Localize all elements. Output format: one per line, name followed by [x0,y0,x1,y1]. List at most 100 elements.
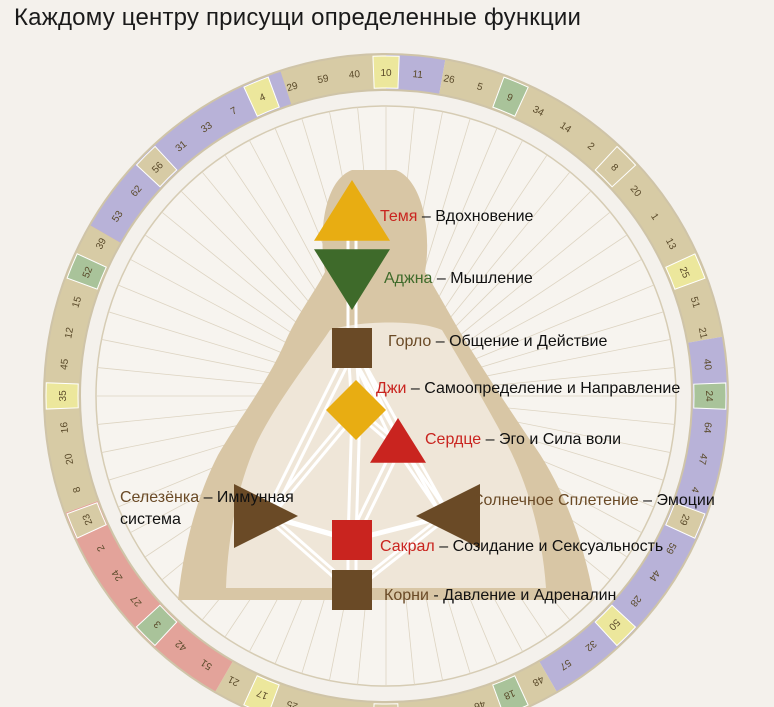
label-separator: – [638,492,657,509]
gate-number: 21 [226,673,241,688]
gate-number: 16 [59,421,71,434]
gate-number: 20 [63,452,76,465]
gate-number: 21 [696,327,709,340]
label-separator: – [417,208,436,225]
center-head [314,180,390,241]
center-name: Селезёнка [120,489,200,506]
gate-number: 26 [442,73,455,86]
gate-number: 47 [696,452,709,465]
center-function: Самоопределение и Направление [424,380,681,397]
label-separator: – [406,380,425,397]
gate-cell [45,382,79,410]
wheel-spoke [432,211,611,359]
page-title: Каждому центру присущи определенные функ… [14,4,582,31]
gate-number: 45 [59,358,71,371]
gate-number: 8 [71,485,83,494]
gate-cell [135,604,178,647]
channel-line [262,347,350,517]
gate-cell [594,145,637,188]
label-g: Джи – Самоопределение и Направление [376,380,680,398]
center-heart [370,418,426,463]
center-name: Сакрал [380,538,435,555]
gate-number: 13 [663,237,678,252]
center-name: Темя [380,208,418,225]
gate-number: 29 [677,512,692,527]
channel-line [262,409,354,517]
wheel-sector [280,54,386,105]
gate-number: 2 [95,543,108,553]
gate-number: 7 [229,105,239,118]
gate-number: 5 [475,81,484,93]
gate-number: 9 [505,92,515,104]
center-function: Эго и Сила воли [499,431,622,448]
gate-number: 24 [703,391,714,403]
gate-cell [594,604,637,647]
label-sacral: Сакрал – Созидание и Сексуальность [380,538,663,556]
gate-number: 35 [58,390,69,402]
wheel-outer-border [43,53,729,707]
gate-cell [243,76,280,117]
center-solar [416,484,480,548]
gate-cell [665,253,706,290]
label-spleen: Селезёнка – Иммунная система [120,487,300,531]
center-name: Аджна [384,270,433,287]
gate-number: 51 [688,296,702,310]
center-throat [332,328,372,368]
gate-number: 17 [255,687,270,702]
gate-number: 39 [94,236,109,251]
gate-number: 25 [677,265,692,280]
center-name: Солнечное Сплетение [472,492,639,509]
center-name: Горло [388,333,432,350]
center-sacral [332,520,372,560]
gate-number: 23 [81,512,96,527]
gate-number: 52 [81,265,96,280]
center-g [326,380,386,440]
gate-number: 2 [585,141,597,153]
wheel-spoke [435,234,628,363]
center-function: Вдохновение [435,208,534,225]
gate-cell [66,253,107,290]
label-separator: – [431,333,450,350]
wheel-spoke [438,258,642,369]
center-function: Общение и Действие [449,333,608,350]
gate-number: 29 [286,80,300,94]
wheel-sector [64,500,233,693]
gate-cell [372,55,400,89]
gate-cell [243,675,280,707]
gate-number: 10 [381,68,393,79]
wheel-sector [89,70,292,243]
wheel-sector [43,225,121,513]
center-name: Сердце [425,431,482,448]
label-ajna: Аджна – Мышление [384,270,533,288]
gate-number: 11 [412,69,424,81]
gate-cell [665,502,706,539]
gate-number: 12 [63,326,76,339]
label-solar: Солнечное Сплетение – Эмоции [472,492,715,510]
gate-number: 4 [688,485,700,494]
wheel-sector [215,661,557,707]
gate-number: 15 [71,295,85,309]
gate-number: 34 [531,104,546,119]
gate-number: 40 [701,358,713,371]
gate-number: 18 [502,687,517,702]
gate-cell [135,145,178,188]
label-separator: - [428,587,444,604]
gate-number: 1 [648,212,660,223]
energy-centers [234,180,480,610]
label-separator: – [432,270,451,287]
gate-number: 25 [285,698,299,707]
gate-cell [492,76,529,117]
center-function: Иммунная система [120,489,294,528]
label-head: Темя – Вдохновение [380,208,533,226]
gate-cell [373,703,399,707]
center-function: Давление и Адреналин [443,587,617,604]
center-spleen [234,484,298,548]
center-function: Эмоции [656,492,715,509]
center-name: Джи [376,380,407,397]
center-root [332,570,372,610]
gate-number: 46 [472,698,486,707]
gate-cell [492,675,529,707]
gate-number: 4 [258,92,268,104]
label-root: Корни - Давление и Адреналин [384,587,616,605]
